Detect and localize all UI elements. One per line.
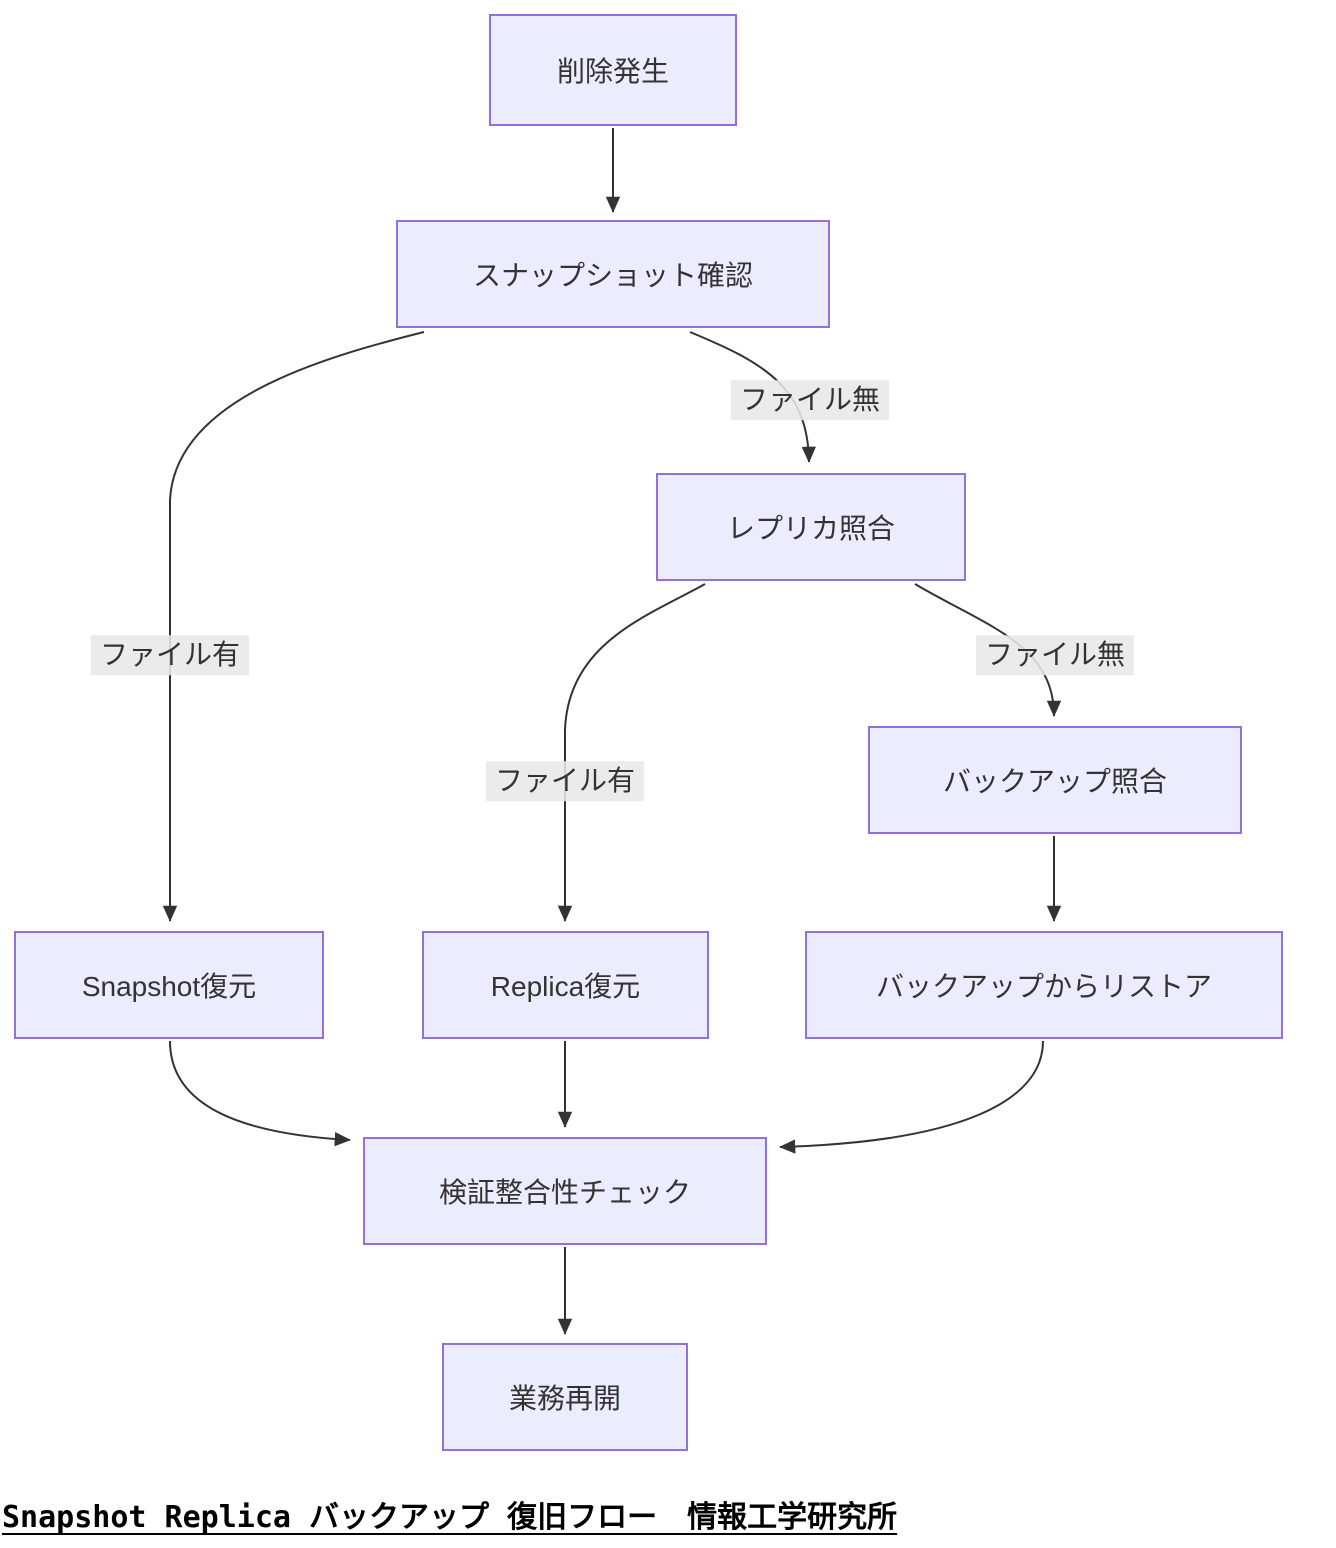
edge-label-file-absent: ファイル無 bbox=[975, 635, 1135, 675]
node-label: 業務再開 bbox=[508, 1383, 621, 1414]
node-replica-check: レプリカ照合 bbox=[656, 473, 966, 581]
node-label: Replica復元 bbox=[490, 971, 641, 1002]
node-verification-integrity-check: 検証整合性チェック bbox=[363, 1137, 767, 1245]
edge-replica-check-to-replica-restore bbox=[557, 583, 706, 922]
edge-backup-restore-to-verify bbox=[779, 1040, 1044, 1154]
node-label: Snapshot復元 bbox=[81, 971, 257, 1002]
node-label: 検証整合性チェック bbox=[438, 1177, 691, 1208]
edge-label-file-present: ファイル有 bbox=[90, 635, 250, 675]
node-business-resume: 業務再開 bbox=[442, 1343, 688, 1451]
node-label: バックアップ照合 bbox=[942, 766, 1167, 797]
node-restore-from-backup: バックアップからリストア bbox=[805, 931, 1283, 1039]
node-deletion-occurred: 削除発生 bbox=[489, 14, 737, 126]
node-label: 削除発生 bbox=[556, 56, 669, 87]
diagram-caption: Snapshot Replica バックアップ 復旧フロー 情報工学研究所 bbox=[2, 1500, 898, 1535]
edge-label-file-present: ファイル有 bbox=[485, 761, 645, 801]
edge-label-file-absent: ファイル無 bbox=[730, 380, 890, 420]
node-label: レプリカ照合 bbox=[726, 513, 895, 544]
edge-snapshot-restore-to-verify bbox=[169, 1040, 351, 1147]
node-snapshot-restore: Snapshot復元 bbox=[14, 931, 324, 1039]
node-backup-check: バックアップ照合 bbox=[868, 726, 1242, 834]
edge-snapshot-check-to-snapshot-restore bbox=[162, 331, 425, 922]
node-snapshot-check: スナップショット確認 bbox=[396, 220, 830, 328]
node-replica-restore: Replica復元 bbox=[422, 931, 709, 1039]
node-label: スナップショット確認 bbox=[472, 260, 753, 291]
node-label: バックアップからリストア bbox=[875, 971, 1212, 1002]
